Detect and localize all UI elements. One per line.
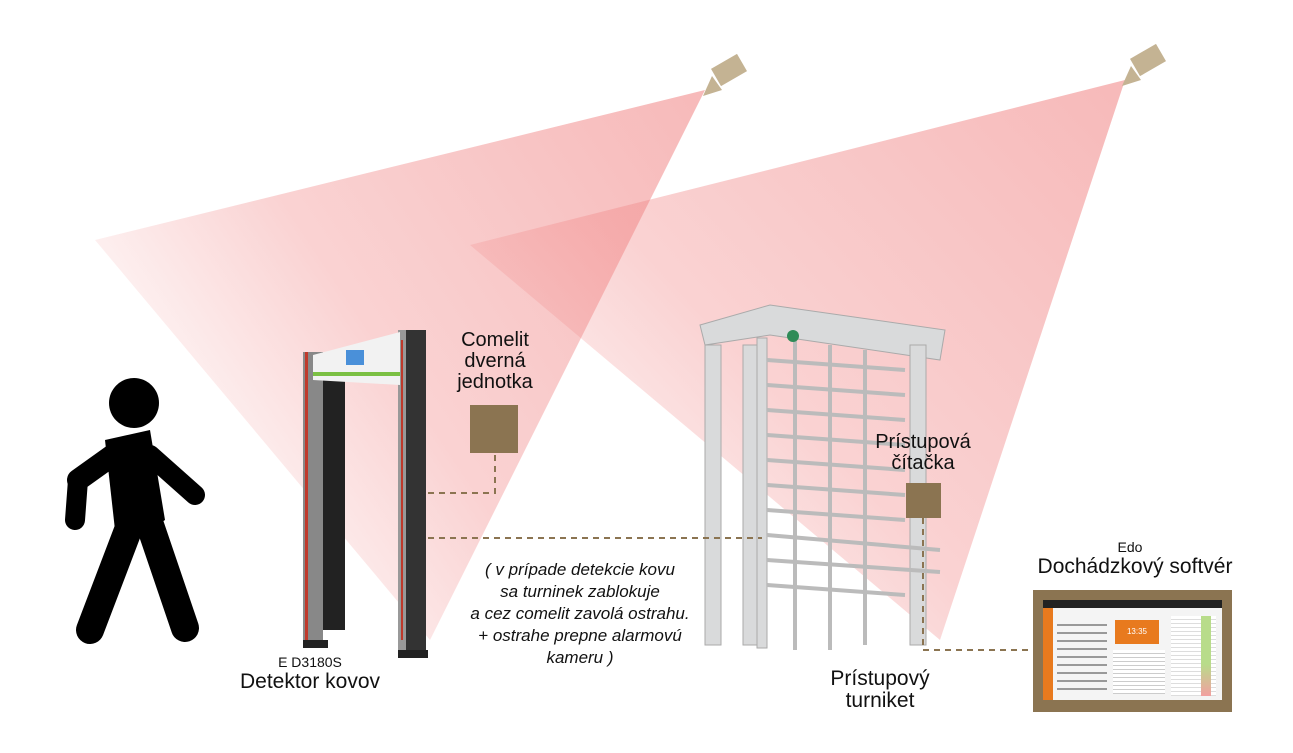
note-line: sa turninek zablokuje [500, 582, 660, 601]
reader-label-line: čítačka [891, 452, 955, 474]
detector-name: Detektor kovov [239, 670, 381, 693]
note-line: + ostrahe prepne alarmovú [478, 626, 682, 645]
software-screenshot: 13:35 [1043, 600, 1222, 700]
note-line: kameru ) [546, 648, 614, 667]
software-sidebar [1043, 608, 1053, 700]
metal-detector-image [303, 330, 428, 658]
comelit-door-unit-box [470, 405, 518, 453]
software-status-column [1201, 616, 1211, 696]
turnstile-label: Prístupový turniket [800, 667, 960, 713]
comelit-label-line: Comelit [461, 329, 529, 351]
reader-label: Prístupová čítačka [858, 432, 988, 474]
access-reader-box [906, 483, 941, 518]
note-line: a cez comelit zavolá ostrahu. [470, 604, 690, 623]
software-brand: Edo [1117, 539, 1143, 555]
comelit-label: Comelit dverná jednotka [430, 330, 560, 393]
software-name: Dochádzkový softvér [1037, 555, 1233, 578]
person-icon [65, 378, 205, 644]
detector-model: E D3180S [278, 654, 342, 670]
connection-lines [428, 453, 1033, 651]
camera-2-view-cone [470, 80, 1125, 640]
turnstile-label-line: turniket [845, 689, 915, 713]
comelit-label-line: jednotka [457, 371, 533, 393]
camera-2-icon [1122, 43, 1166, 86]
software-screenshot-frame: 13:35 [1033, 590, 1232, 712]
software-topbar [1043, 600, 1222, 608]
turnstile-label-line: Prístupový [830, 667, 930, 690]
camera-1-icon [703, 53, 747, 96]
note-line: ( v prípade detekcie kovu [485, 560, 675, 579]
software-table [1113, 650, 1165, 694]
turnstile-image [699, 304, 946, 650]
reader-label-line: Prístupová [875, 431, 971, 453]
software-panel [1057, 618, 1107, 694]
detection-note: ( v prípade detekcie kovu sa turninek za… [430, 559, 730, 669]
software-clock: 13:35 [1115, 620, 1159, 644]
comelit-label-line: dverná [464, 350, 526, 372]
